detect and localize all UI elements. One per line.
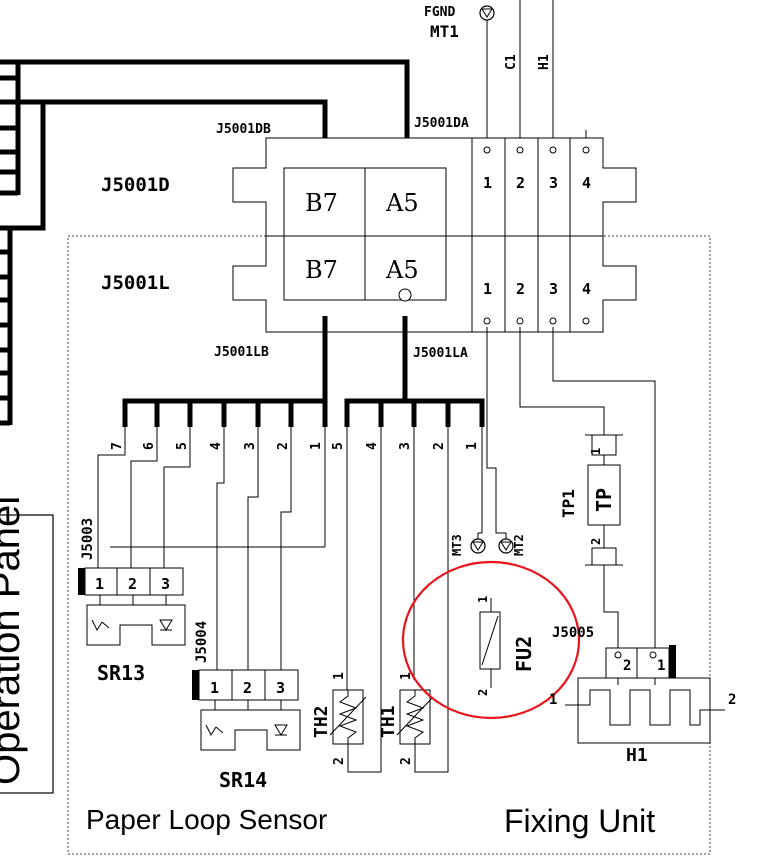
connector-j5005: 2 1 [605,645,676,679]
j5001l-pin-3: 3 [549,280,558,298]
bus-b-pin-1: 1 [309,442,324,450]
j5001da-label: J5001DA [414,116,469,131]
mt2-label: MT2 [512,534,526,556]
h1-wire-label: H1 [537,54,552,70]
j5001l-cell-a5: A5 [385,256,419,284]
sr13-sensor [86,595,186,646]
c1-label: C1 [504,54,519,70]
j5001d-pin-3: 3 [549,174,558,192]
th1-pin-1: 1 [399,672,414,680]
ground-points: MT3 MT2 [450,534,526,556]
connector-j5001l [232,235,637,333]
bus-a-pin-2: 2 [432,442,447,450]
mt1-label: MT1 [430,22,459,41]
operation-panel-label: Operation Panel [0,496,28,785]
harness-ladder [0,59,410,426]
sr13-label: SR13 [97,661,145,685]
bus-b-pin-6: 6 [142,442,157,450]
j5001d-pin-1: 1 [483,174,492,192]
j5004-label: J5004 [194,621,210,663]
th2-label: TH2 [311,705,332,738]
j5004-pin-2: 2 [243,679,252,697]
bus-b-pin-2: 2 [276,442,291,450]
bus-b-pin-3: 3 [243,442,258,450]
j5001l-pin-1: 1 [483,280,492,298]
mt3-label: MT3 [450,534,464,556]
tp1-protector: 1 2 TP TP1 [559,434,623,566]
tp1-label: TP1 [559,489,578,518]
tp-body-label: TP [592,488,616,512]
ground-mt1: FGND MT1 [424,5,495,148]
fu2-label: FU2 [512,636,536,672]
tp1-pin-1: 1 [589,448,603,455]
j5004-pin-3: 3 [276,679,285,697]
bus-a-pin-4: 4 [365,442,380,450]
signal-wires [97,327,656,773]
bus-b-pin-labels: 7 6 5 4 3 2 1 [110,442,324,450]
th2-thermistor: 1 2 TH2 [311,672,367,765]
bus-a-pin-3: 3 [398,442,413,450]
j5001d-pin-4: 4 [582,174,591,192]
th2-pin-2: 2 [332,757,347,765]
fgnd-label: FGND [424,5,455,20]
bus-harness [122,316,485,427]
tp1-pin-2: 2 [589,538,603,545]
th1-pin-2: 2 [399,757,414,765]
sr14-label: SR14 [219,768,267,792]
operation-panel: Operation Panel [0,496,54,794]
h1-label: H1 [626,745,648,766]
bus-a-pin-labels: 5 4 3 2 1 [331,442,480,450]
j5005-pin-2: 2 [623,658,631,674]
j5001l-pin-4: 4 [582,280,591,298]
j5003-pin-3: 3 [161,575,170,593]
j5001la-label: J5001LA [413,346,468,361]
j5005-label: J5005 [552,625,594,641]
j5001d-label: J5001D [101,174,170,196]
sr14-sensor [200,700,301,751]
j5003-label: J5003 [80,518,96,560]
j5001lb-label: J5001LB [214,345,269,360]
j5001l-cell-b7: B7 [305,256,338,284]
j5005-pin-1: 1 [657,658,665,674]
bus-b-pin-4: 4 [209,442,224,450]
connector-j5004: 1 2 3 [192,669,299,701]
h1-pin-2: 2 [728,692,736,708]
j5003-pin-2: 2 [128,575,137,593]
connector-j5001d [232,137,637,237]
paper-loop-sensor-label: Paper Loop Sensor [86,804,327,835]
th2-pin-1: 1 [332,672,347,680]
j5001db-label: J5001DB [216,122,271,137]
bus-b-pin-5: 5 [175,442,190,450]
connector-j5003: 1 2 3 [78,567,184,596]
j5001d-cell-b7: B7 [305,189,338,217]
h1-heater: 1 2 H1 [549,677,736,766]
th1-thermistor: 1 2 TH1 [378,672,434,765]
bus-b-pin-7: 7 [110,442,125,450]
fu2-highlight-ellipse [401,560,581,720]
j5001d-pin-2: 2 [516,174,525,192]
j5004-pin-1: 1 [210,679,219,697]
j5001d-cell-a5: A5 [385,189,419,217]
fixing-unit-label: Fixing Unit [504,803,655,839]
j5001l-label: J5001L [101,272,170,294]
fu2-fuse: 1 2 FU2 [476,596,536,696]
fu2-pin-2: 2 [476,689,490,696]
th1-label: TH1 [378,705,399,738]
bus-a-pin-1: 1 [465,442,480,450]
bus-a-pin-5: 5 [331,442,346,450]
j5001l-pin-2: 2 [516,280,525,298]
j5003-pin-1: 1 [95,575,104,593]
top-wires [519,0,587,148]
h1-pin-1: 1 [549,692,557,708]
fu2-pin-1: 1 [476,596,490,603]
